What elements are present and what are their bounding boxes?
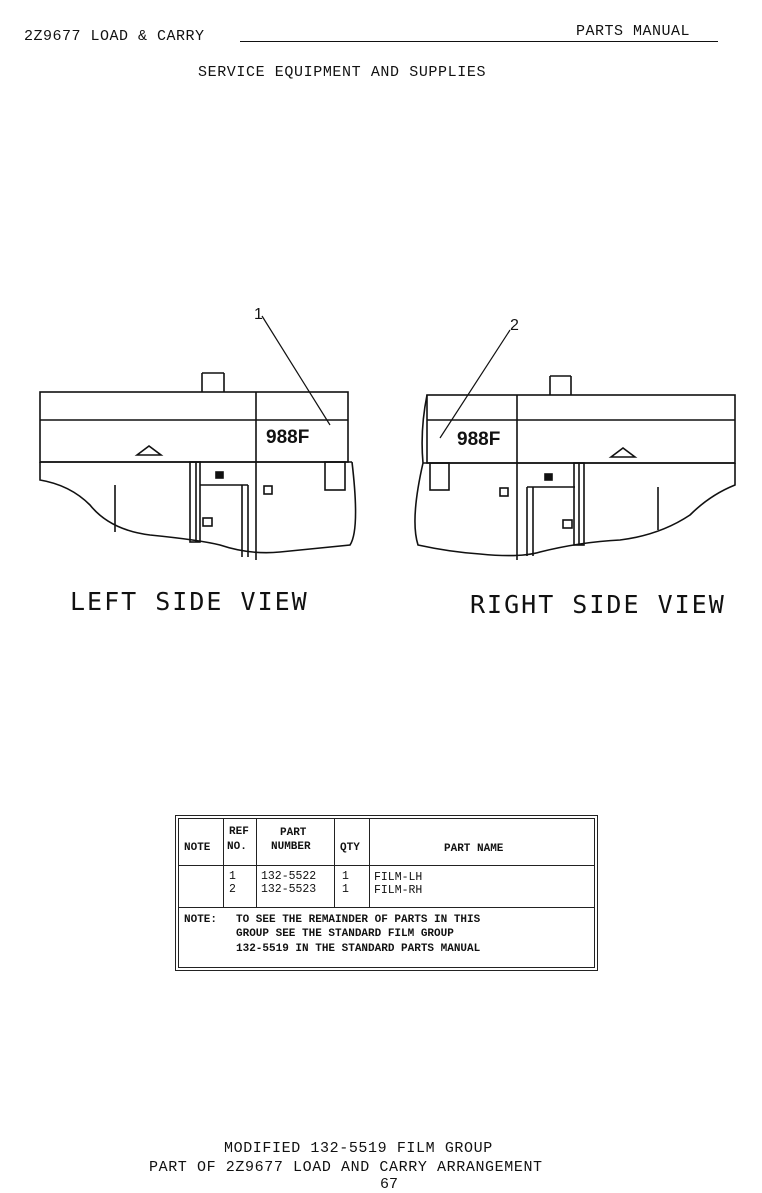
parts-table: NOTE REF NO. PART NUMBER QTY PART NAME 1… <box>175 815 598 971</box>
note-label: NOTE: <box>184 914 218 926</box>
right-hinge-1 <box>544 473 553 481</box>
machine-views-illustration: 1 2 988F 988F LEFT SIDE VIEW RIGHT SIDE … <box>39 306 736 619</box>
left-cab-stack <box>201 372 225 392</box>
note-line-2: GROUP SEE THE STANDARD FILM GROUP <box>236 928 454 940</box>
document-model-title: 2Z9677 LOAD & CARRY <box>24 28 205 45</box>
header-note: NOTE <box>184 842 211 854</box>
col-divider-note <box>223 819 224 907</box>
row-2-part-name: FILM-RH <box>374 884 423 897</box>
right-small-window <box>429 462 450 491</box>
footer-arrangement: PART OF 2Z9677 LOAD AND CARRY ARRANGEMEN… <box>149 1159 543 1176</box>
left-hinge-3 <box>202 517 213 527</box>
left-hinge-1 <box>215 471 224 479</box>
section-title: SERVICE EQUIPMENT AND SUPPLIES <box>198 64 487 81</box>
left-view-caption: LEFT SIDE VIEW <box>70 587 309 616</box>
col-divider-qty <box>369 819 370 907</box>
left-callout-leader <box>261 315 331 426</box>
left-pillar <box>189 461 201 543</box>
header-ref-line1: REF <box>229 826 249 838</box>
right-cab-stack <box>549 375 572 395</box>
right-view-caption: RIGHT SIDE VIEW <box>470 590 726 619</box>
note-line-1: TO SEE THE REMAINDER OF PARTS IN THIS <box>236 914 481 926</box>
left-triangle-icon <box>134 445 164 456</box>
right-hinge-3 <box>562 519 573 529</box>
right-callout-leader <box>439 329 511 439</box>
right-hinge-2 <box>499 487 509 497</box>
col-divider-part-number <box>334 819 335 907</box>
manual-label: PARTS MANUAL <box>576 23 691 40</box>
page-number: 67 <box>380 1176 399 1193</box>
left-lower-body <box>39 461 357 554</box>
header-divider <box>179 865 594 866</box>
header-rule <box>240 41 718 42</box>
row-1-qty: 1 <box>342 870 349 883</box>
header-part-number-line1: PART <box>280 827 307 839</box>
right-triangle-icon <box>608 447 638 458</box>
row-2-ref: 2 <box>229 883 236 896</box>
header-part-number-line2: NUMBER <box>271 841 311 853</box>
row-2-part-number: 132-5523 <box>261 883 317 896</box>
row-2-qty: 1 <box>342 883 349 896</box>
left-hood-panel <box>39 391 349 463</box>
header-part-name: PART NAME <box>444 843 504 855</box>
note-line-3: 132-5519 IN THE STANDARD PARTS MANUAL <box>236 943 481 955</box>
right-side-view-drawing <box>414 329 736 560</box>
header-ref-line2: NO. <box>227 841 247 853</box>
header-qty: QTY <box>340 842 360 854</box>
right-lower-body <box>414 394 736 557</box>
note-divider <box>179 907 594 908</box>
row-1-ref: 1 <box>229 870 236 883</box>
footer-group-title: MODIFIED 132-5519 FILM GROUP <box>224 1140 493 1157</box>
row-1-part-name: FILM-LH <box>374 871 423 884</box>
col-divider-ref <box>256 819 257 907</box>
left-side-view-drawing <box>39 315 357 560</box>
right-model-badge: 988F <box>457 429 500 450</box>
left-model-badge: 988F <box>266 427 309 448</box>
right-callout-number: 2 <box>510 317 519 334</box>
left-callout-number: 1 <box>254 306 263 323</box>
row-1-part-number: 132-5522 <box>261 870 317 883</box>
left-hinge-2 <box>263 485 273 495</box>
left-small-window <box>324 461 346 491</box>
